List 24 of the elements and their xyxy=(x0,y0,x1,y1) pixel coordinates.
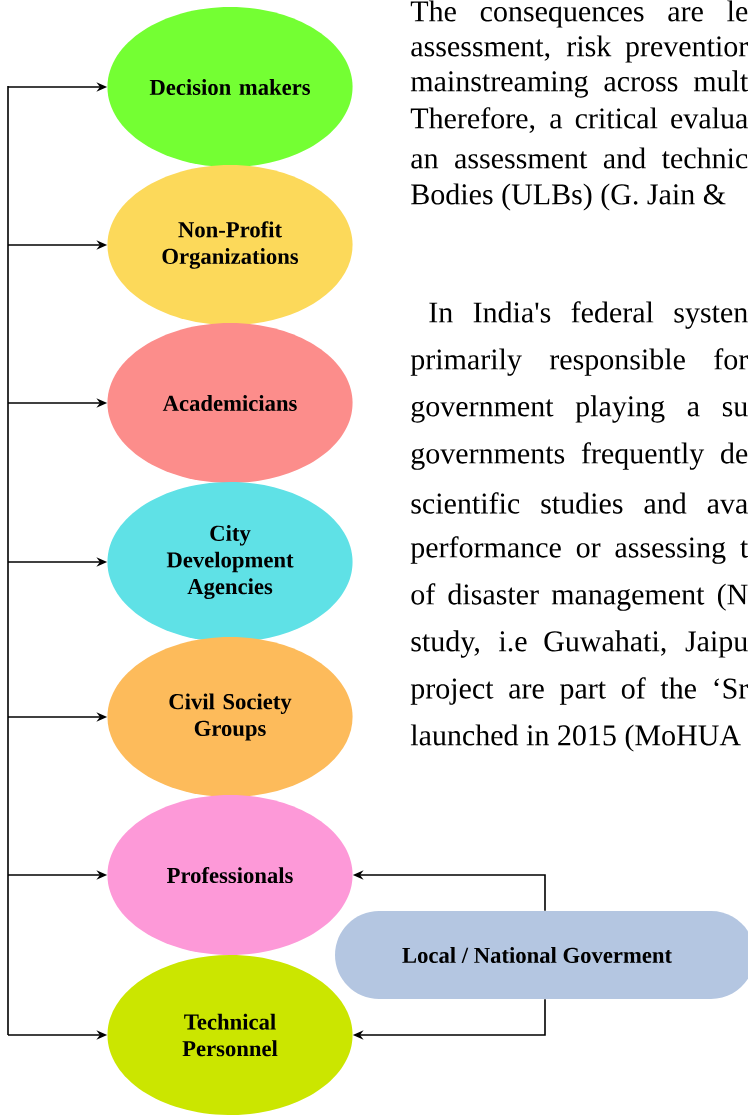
ellipse-node: Technical Personnel xyxy=(107,955,353,1115)
text-line: Bodies (ULBs) (G. Jain & xyxy=(411,183,726,211)
text-line: In India's federal systen xyxy=(429,301,748,329)
text-line: scientific studies and ava xyxy=(411,492,748,514)
rounded-box: Local / National Goverment xyxy=(335,911,748,999)
ellipse-node: Decision makers xyxy=(107,7,353,167)
text-line: study, i.e Guwahati, Jaipu xyxy=(411,630,748,658)
text-line: The consequences are le xyxy=(410,0,748,28)
text-line: Therefore, a critical evalua xyxy=(410,107,748,133)
text-line: an assessment and technic xyxy=(411,147,748,169)
text-line: launched in 2015 (MoHUA xyxy=(410,724,741,752)
text-line: mainstreaming across mult xyxy=(410,70,748,98)
text-line: of disaster management (N xyxy=(411,583,748,611)
text-line: government playing a su xyxy=(411,395,748,423)
ellipse-node: Professionals xyxy=(107,795,353,955)
ellipse-node: Academicians xyxy=(107,323,353,483)
ellipse-node: City Development Agencies xyxy=(107,482,353,642)
text-line: assessment, risk preventior xyxy=(411,35,748,63)
ellipse-node: Civil Society Groups xyxy=(107,637,353,797)
text-line: project are part of the ‘Sr xyxy=(410,677,748,705)
text-line: primarily responsible for xyxy=(410,348,748,376)
text-line: performance or assessing t xyxy=(410,536,748,564)
ellipse-node: Non-Profit Organizations xyxy=(107,165,353,325)
text-line: governments frequently de xyxy=(411,442,748,470)
